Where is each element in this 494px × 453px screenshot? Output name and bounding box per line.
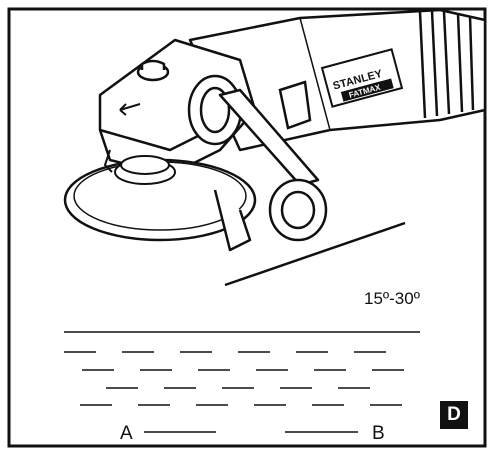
rotation-arrow-icon (119, 103, 141, 116)
edge-b-label: B (372, 423, 385, 444)
angle-label: 15º-30º (364, 289, 420, 308)
spindle-nut (103, 149, 176, 185)
wheel-guard (63, 158, 257, 252)
edge-a-label: A (120, 423, 133, 444)
work-surface-line (224, 221, 406, 287)
surface-hatching (64, 331, 420, 406)
figure-badge: D (440, 401, 468, 429)
figure-frame (7, 7, 487, 448)
brand-logo: STANLEY FATMAX (320, 48, 404, 108)
side-handle (187, 74, 328, 242)
side-switch (278, 80, 312, 130)
